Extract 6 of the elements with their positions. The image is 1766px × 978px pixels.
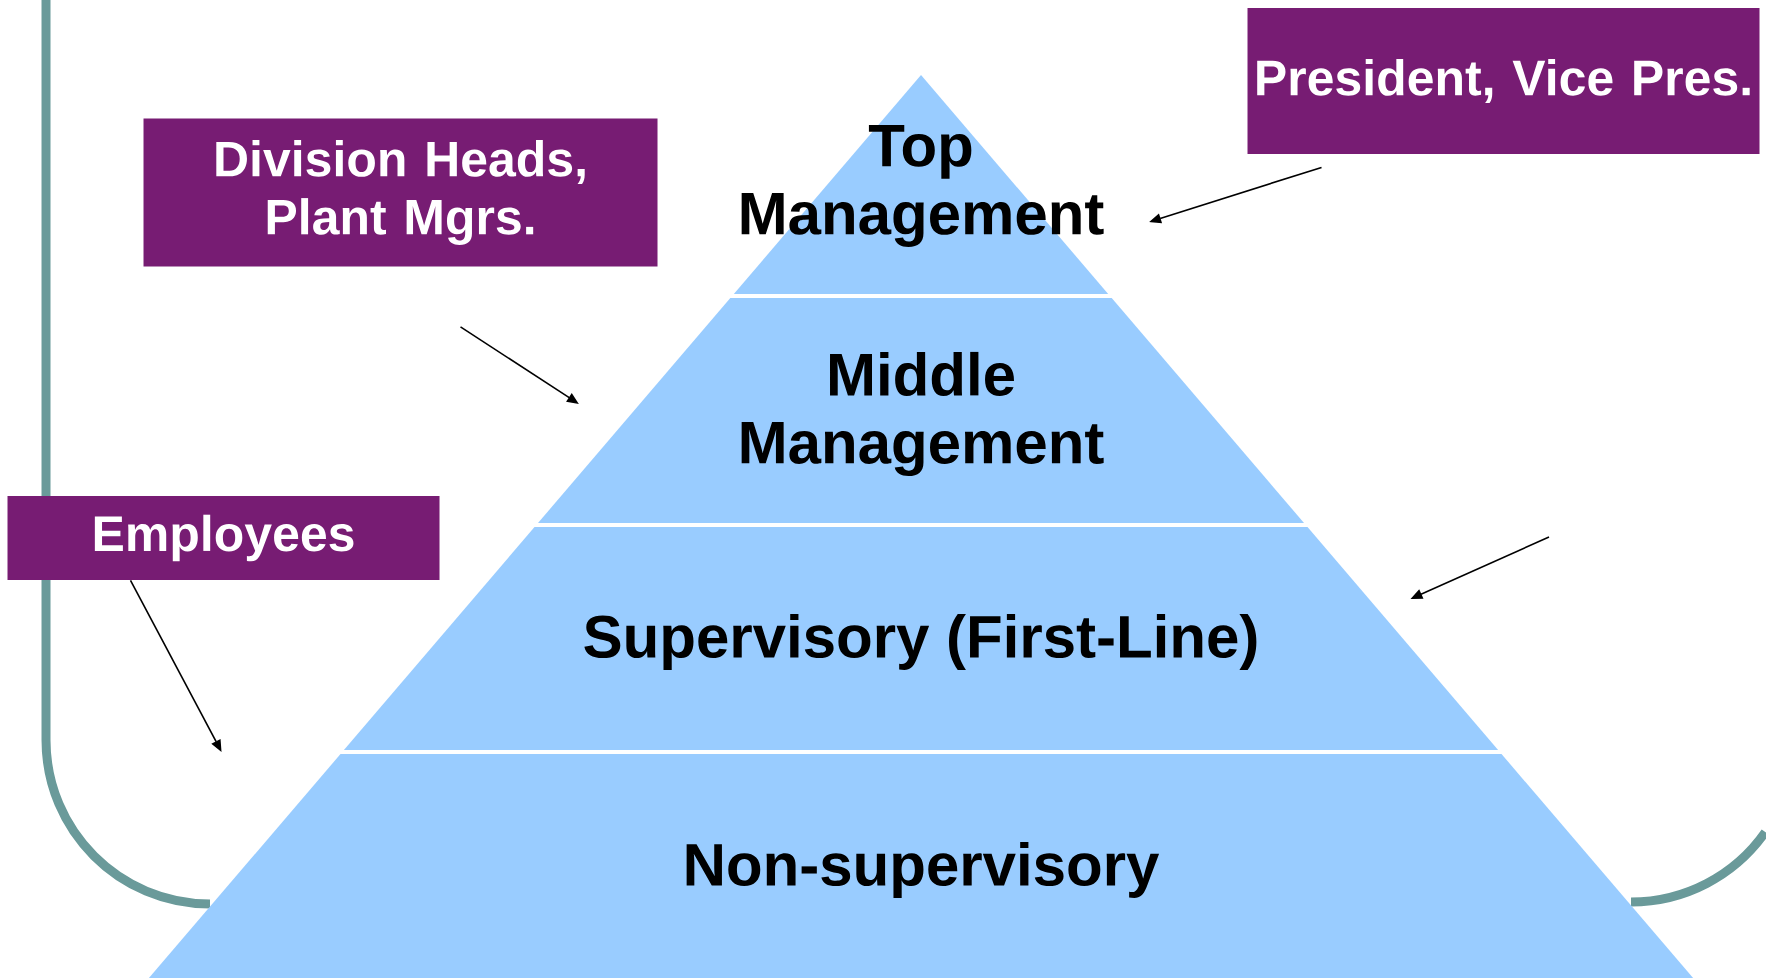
label-box: President, Vice Pres.	[1247, 8, 1760, 154]
pyramid-level: Top Management	[733, 75, 1109, 294]
pyramid-level: Non-supervisory	[148, 754, 1694, 978]
label-box: Employees	[7, 496, 440, 580]
pyramid-level: Middle Management	[538, 298, 1304, 523]
label-box: Division Heads, Plant Mgrs.	[143, 118, 658, 267]
